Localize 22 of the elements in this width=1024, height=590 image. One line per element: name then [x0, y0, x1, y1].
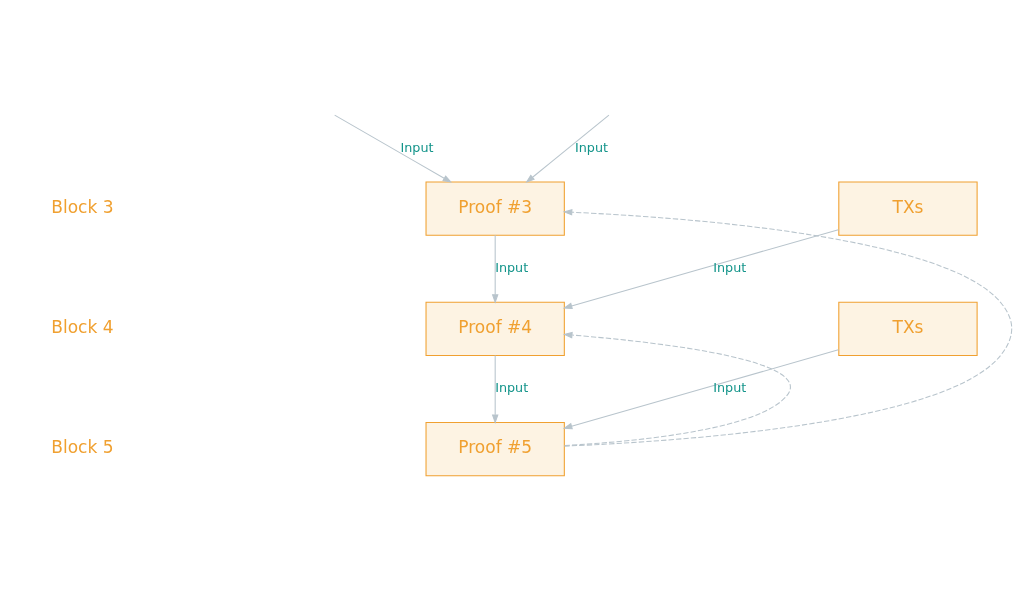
edge-label: Input — [399, 139, 433, 155]
label: Block 3 — [50, 196, 114, 217]
arrow — [333, 114, 452, 183]
arrow — [562, 208, 1012, 447]
arrow — [491, 234, 499, 304]
arrow — [562, 331, 791, 447]
edge-label: Input — [574, 139, 608, 155]
node-box: Proof #5 — [425, 422, 565, 477]
node-box: TXs — [837, 181, 978, 236]
arrow — [524, 114, 609, 184]
node-box: Proof #3 — [425, 181, 565, 236]
label: Block 4 — [50, 316, 114, 337]
edge-label: Input — [712, 260, 746, 276]
node-box: Proof #4 — [425, 301, 565, 356]
node-box: TXs — [837, 301, 978, 356]
edge-label: Input — [712, 380, 746, 396]
arrow — [562, 349, 839, 430]
edge-label: Input — [494, 380, 528, 396]
arrow — [491, 355, 499, 425]
edge-label: Input — [494, 260, 528, 276]
label: Block 5 — [50, 437, 114, 458]
arrow — [562, 229, 839, 310]
